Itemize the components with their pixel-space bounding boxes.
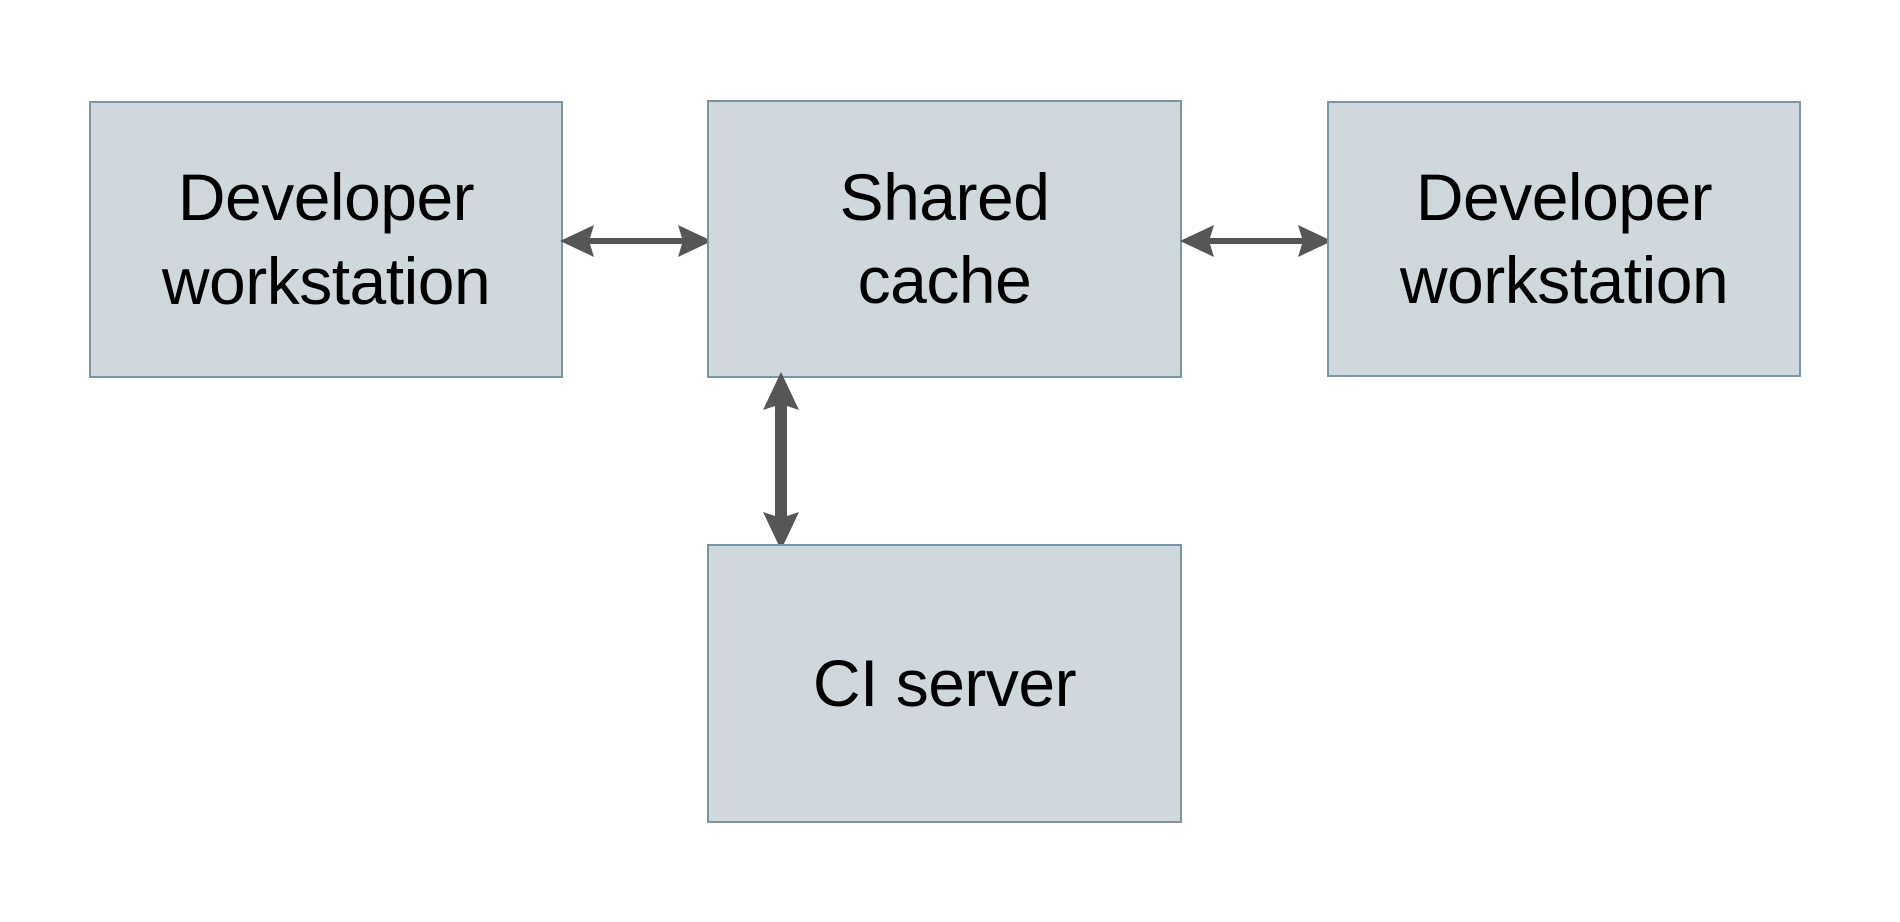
node-ci-server[interactable]: CI server	[707, 544, 1182, 823]
node-label-developer-workstation-left: Developer workstation	[161, 160, 491, 318]
connector-dev-left-to-shared-cache	[560, 205, 712, 277]
node-shared-cache[interactable]: Shared cache	[707, 100, 1182, 378]
node-developer-workstation-right[interactable]: Developer workstation	[1327, 101, 1801, 377]
node-label-developer-workstation-right: Developer workstation	[1399, 159, 1729, 317]
double-arrow-horizontal-icon	[560, 225, 712, 257]
connector-shared-cache-to-ci-server	[745, 372, 817, 550]
connector-shared-cache-to-dev-right	[1180, 205, 1332, 277]
node-developer-workstation-left[interactable]: Developer workstation	[89, 101, 563, 378]
double-arrow-vertical-icon	[763, 372, 799, 550]
double-arrow-horizontal-icon	[1180, 225, 1332, 257]
node-label-ci-server: CI server	[812, 645, 1077, 720]
node-label-shared-cache: Shared cache	[839, 159, 1050, 317]
